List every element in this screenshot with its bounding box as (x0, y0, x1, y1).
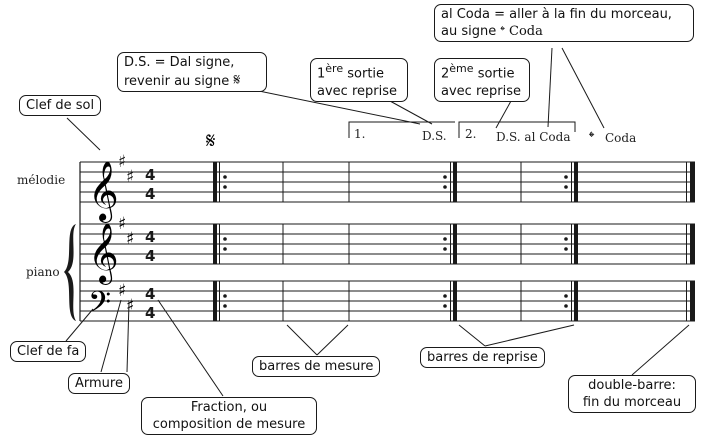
piano-brace (64, 224, 76, 321)
piano-bass-staff (80, 280, 695, 322)
callout-text: revenir au signe (124, 74, 230, 89)
callout-number: 1 (317, 66, 326, 82)
piano-staff-label: piano (26, 265, 60, 279)
callout-double-barre: double-barre: fin du morceau (568, 375, 696, 413)
callout-clef-de-fa: Clef de fa (10, 341, 87, 362)
ds-al-coda-marking: D.S. al Coda (496, 130, 570, 144)
ds-marking: D.S. (422, 129, 447, 143)
callout-text: D.S. = Dal signe, (124, 55, 235, 70)
volta-bracket-1 (348, 121, 455, 138)
callout-text: fin du morceau (582, 395, 682, 410)
callout-barres-de-reprise: barres de reprise (420, 347, 545, 368)
callout-superscript: ère (325, 62, 344, 75)
volta-1-label: 1. (354, 127, 365, 141)
volta-bracket-2 (458, 121, 576, 138)
sharp-icon: ♯ (118, 214, 126, 234)
callout-text: al Coda = aller à la fin du morceau, (441, 7, 672, 22)
repeat-end-barline-1 (443, 162, 457, 321)
callout-text: barres de reprise (427, 350, 538, 365)
repeat-start-barline (213, 162, 227, 321)
volta-2-label: 2. (465, 127, 476, 141)
callout-fraction: Fraction, ou composition de mesure (141, 397, 317, 435)
callout-text: barres de mesure (259, 359, 374, 374)
callout-deuxieme-sortie: 2ème sortie avec reprise (434, 58, 530, 102)
callout-al-coda: al Coda = aller à la fin du morceau, au … (434, 4, 694, 42)
callout-text: double-barre: (588, 378, 676, 393)
bass-clef-icon: 𝄢 (88, 286, 111, 327)
measure-barlines (282, 162, 522, 321)
callout-text: sortie (477, 66, 515, 82)
callout-armure: Armure (68, 373, 130, 394)
sharp-icon: ♯ (126, 229, 134, 249)
melody-staff (80, 161, 695, 203)
callout-text: Clef de fa (17, 344, 80, 359)
time-signature-top: 4 (145, 228, 155, 246)
coda-icon: 𝄌 (589, 128, 595, 146)
sharp-icon: ♯ (118, 152, 126, 172)
time-signature-top: 4 (145, 166, 155, 184)
callout-superscript: ème (449, 62, 474, 75)
sharp-icon: ♯ (126, 296, 134, 316)
callout-text: au signe (441, 24, 497, 39)
repeat-end-barline-2 (564, 162, 578, 321)
segno-icon: 𝄋 (233, 70, 241, 89)
treble-clef-icon: 𝄞 (88, 161, 119, 223)
key-signature-treble: ♯ ♯ (118, 214, 134, 249)
callout-text: avec reprise (441, 84, 521, 100)
coda-icon: 𝄌 (500, 24, 505, 39)
time-signature-bottom: 4 (145, 304, 155, 322)
callout-number: 2 (441, 66, 450, 82)
key-signature-bass: ♯ ♯ (118, 281, 134, 316)
callout-text: Clef de sol (26, 98, 95, 113)
sharp-icon: ♯ (118, 281, 126, 301)
time-signature-top: 4 (145, 285, 155, 303)
final-double-barline (686, 162, 695, 321)
callout-text: Armure (75, 376, 123, 391)
treble-clef-icon: 𝄞 (88, 223, 119, 285)
callout-text: composition de mesure (152, 417, 306, 432)
time-signature-bottom: 4 (145, 247, 155, 265)
segno-icon: 𝄋 (206, 129, 215, 154)
callout-barres-de-mesure: barres de mesure (252, 356, 381, 377)
callout-clef-de-sol: Clef de sol (19, 95, 102, 116)
callout-text: Fraction, ou (190, 400, 268, 415)
callout-text: Coda (509, 24, 543, 39)
leader-lines (65, 47, 690, 397)
sharp-icon: ♯ (126, 167, 134, 187)
callout-premiere-sortie: 1ère sortie avec reprise (310, 58, 408, 102)
time-signature-bottom: 4 (145, 185, 155, 203)
piano-treble-staff (80, 223, 695, 265)
callout-text: sortie (347, 66, 385, 82)
key-signature-melody: ♯ ♯ (118, 152, 134, 187)
coda-marking: Coda (605, 131, 636, 145)
callout-dal-segno: D.S. = Dal signe, revenir au signe 𝄋 (117, 52, 267, 92)
melody-staff-label: mélodie (17, 173, 65, 187)
callout-text: avec reprise (317, 84, 397, 100)
